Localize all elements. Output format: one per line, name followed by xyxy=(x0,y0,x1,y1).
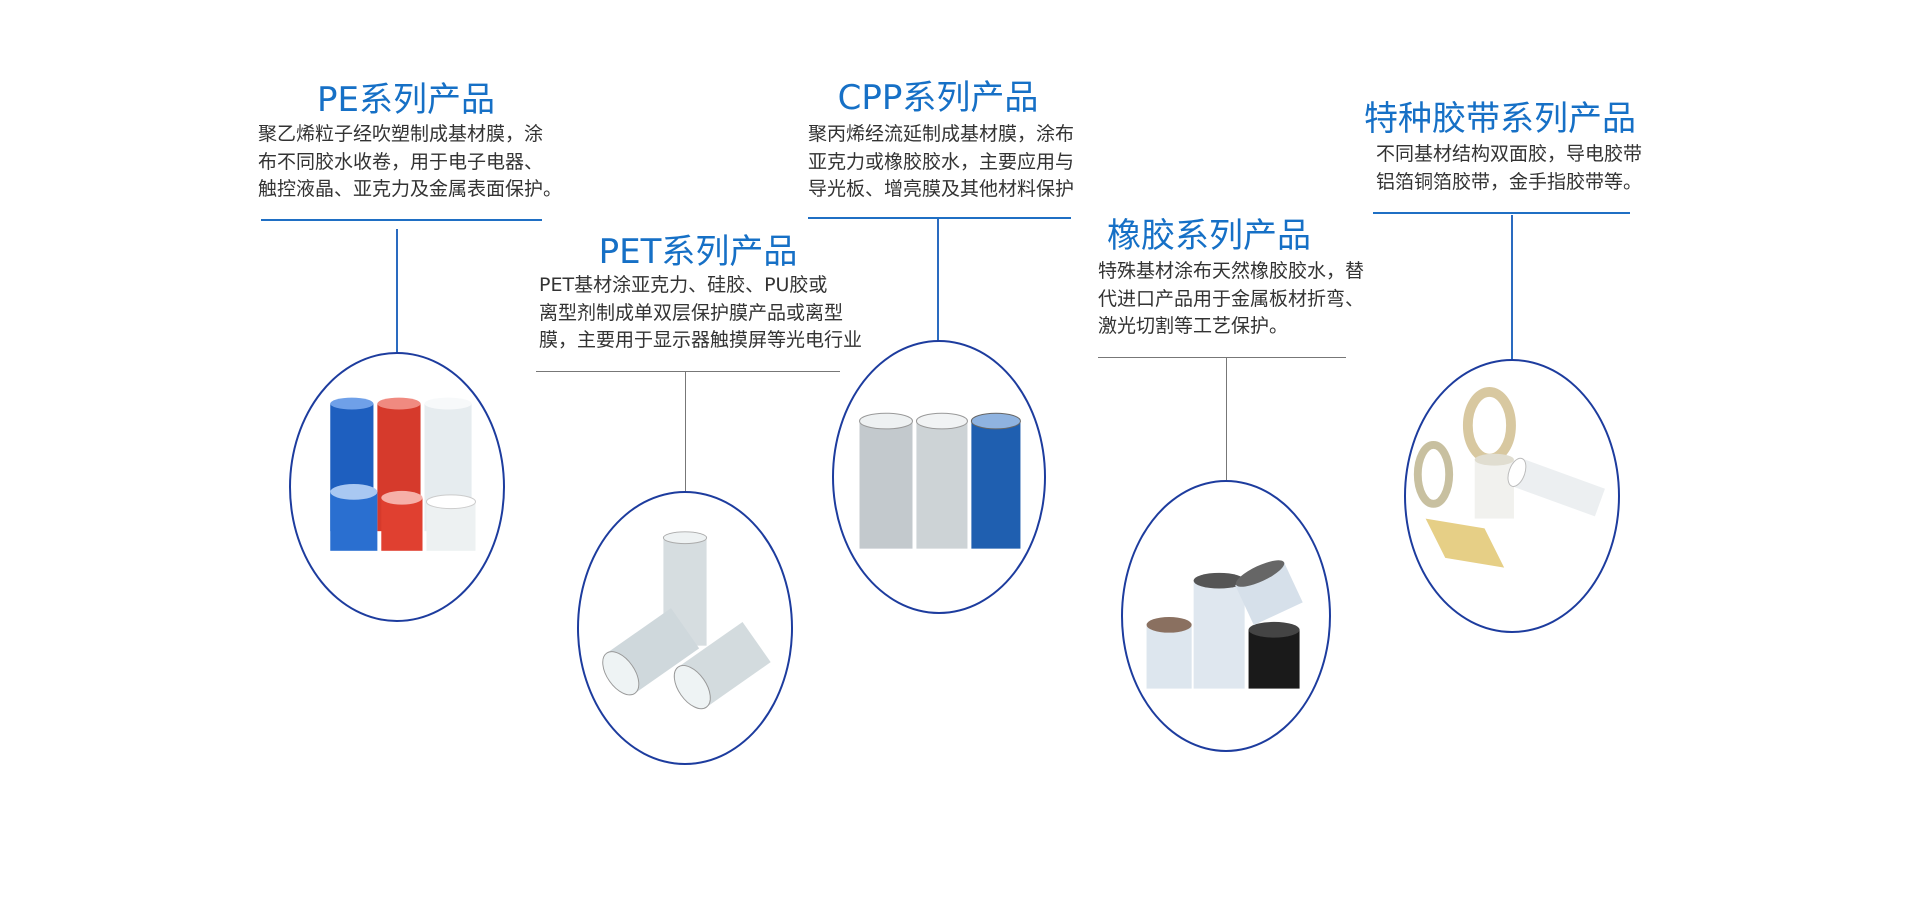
rubber-rolls-illustration xyxy=(1146,560,1303,689)
desc-line: 铝箔铜箔胶带，金手指胶带等。 xyxy=(1376,170,1643,193)
pe-rolls-illustration xyxy=(330,397,477,551)
desc-line: 离型剂制成单双层保护膜产品或离型 xyxy=(539,301,844,324)
cpp-product-image[interactable] xyxy=(832,340,1046,614)
pet-rolls-illustration xyxy=(602,531,771,710)
cpp-title: CPP系列产品 xyxy=(837,78,1039,118)
desc-line: 不同基材结构双面胶，导电胶带 xyxy=(1376,143,1643,165)
cpp-description: 聚丙烯经流延制成基材膜，涂布 亚克力或橡胶胶水，主要应用与 导光板、增亮膜及其他… xyxy=(808,121,1074,204)
divider xyxy=(808,217,1071,219)
cpp-rolls-illustration xyxy=(859,412,1021,549)
pe-description: 聚乙烯粒子经吹塑制成基材膜，涂 布不同胶水收卷，用于电子电器、 触控液晶、亚克力… xyxy=(258,121,562,204)
rubber-description: 特殊基材涂布天然橡胶胶水，替 代进口产品用于金属板材折弯、 激光切割等工艺保护。 xyxy=(1098,258,1364,341)
desc-line: 膜，主要用于显示器触摸屏等光电行业 xyxy=(539,329,863,351)
special-tape-product-image[interactable] xyxy=(1404,359,1620,633)
pet-product-image[interactable] xyxy=(577,491,793,765)
connector-line xyxy=(685,371,686,491)
connector-line xyxy=(396,229,398,353)
pe-product-image[interactable] xyxy=(289,352,505,622)
pet-title: PET系列产品 xyxy=(598,232,798,272)
special-tape-title: 特种胶带系列产品 xyxy=(1364,99,1636,139)
connector-line xyxy=(1511,215,1513,360)
divider xyxy=(1373,212,1630,214)
special-tape-description: 不同基材结构双面胶，导电胶带 铝箔铜箔胶带，金手指胶带等。 xyxy=(1376,141,1642,196)
rubber-title: 橡胶系列产品 xyxy=(1107,216,1311,256)
desc-line: 布不同胶水收卷，用于电子电器、 xyxy=(258,150,544,173)
desc-line: 聚丙烯经流延制成基材膜，涂布 xyxy=(808,123,1075,145)
special-tapes-illustration xyxy=(1413,387,1605,568)
pet-description: PET基材涂亚克力、硅胶、PU胶或 离型剂制成单双层保护膜产品或离型 膜，主要用… xyxy=(539,272,862,355)
desc-line: 聚乙烯粒子经吹塑制成基材膜，涂 xyxy=(258,123,544,145)
desc-line: 激光切割等工艺保护。 xyxy=(1098,315,1289,337)
divider xyxy=(536,371,840,372)
pe-title: PE系列产品 xyxy=(317,80,495,120)
desc-line: 特殊基材涂布天然橡胶胶水，替 xyxy=(1098,260,1365,282)
connector-line xyxy=(1226,357,1227,480)
desc-line: 亚克力或橡胶胶水，主要应用与 xyxy=(808,150,1075,173)
connector-line xyxy=(937,219,939,341)
desc-line: 导光板、增亮膜及其他材料保护 xyxy=(808,178,1075,200)
desc-line: 触控液晶、亚克力及金属表面保护。 xyxy=(258,178,563,200)
divider xyxy=(1098,357,1346,358)
rubber-product-image[interactable] xyxy=(1121,480,1331,752)
divider xyxy=(261,219,542,221)
desc-line: PET基材涂亚克力、硅胶、PU胶或 xyxy=(539,274,828,296)
desc-line: 代进口产品用于金属板材折弯、 xyxy=(1098,287,1365,310)
